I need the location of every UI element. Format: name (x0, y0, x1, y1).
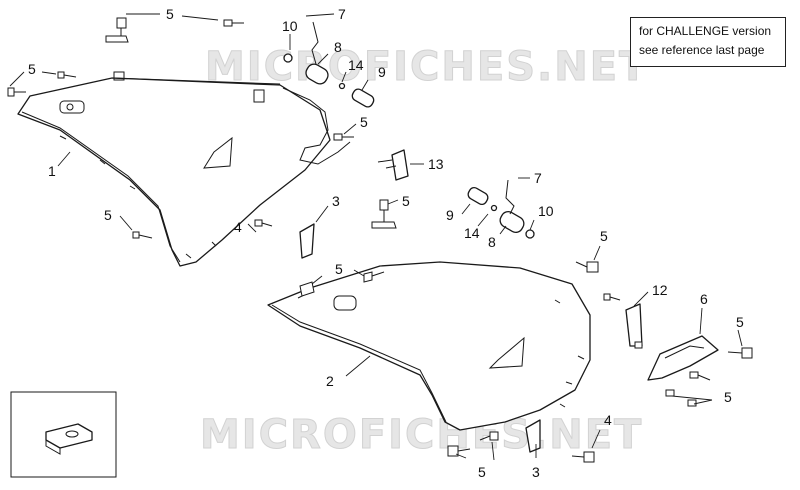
bracket-13 (377, 149, 409, 181)
screws (7, 17, 753, 463)
note-line-1: for CHALLENGE version (639, 24, 772, 38)
callout-13: 13 (428, 156, 444, 172)
callout-1: 1 (48, 163, 56, 179)
callout-4-upper: 4 (234, 219, 242, 235)
callout-4-lower: 4 (604, 412, 612, 428)
callout-6: 6 (700, 291, 708, 307)
callout-9-lower: 9 (446, 207, 454, 223)
bracket-6 (647, 335, 719, 381)
callout-2: 2 (326, 373, 334, 389)
fairing-panel-lower (267, 261, 591, 431)
fairing-panel-upper (17, 71, 331, 267)
callout-5-f: 5 (335, 261, 343, 277)
inset-part-11 (10, 391, 117, 478)
callout-7-upper: 7 (338, 6, 346, 22)
callout-14-lower: 14 (464, 225, 480, 241)
cable (282, 87, 351, 165)
leader-lines (9, 13, 743, 461)
callout-numbers: 1 2 3 3 4 4 5 5 5 5 5 5 5 5 5 5 6 7 7 8 … (24, 6, 744, 480)
clip-3-upper (299, 223, 315, 259)
callout-3-lower: 3 (532, 464, 540, 480)
callout-5-g: 5 (600, 228, 608, 244)
callout-5-c: 5 (360, 114, 368, 130)
callout-5-j: 5 (478, 464, 486, 480)
callout-3-upper: 3 (332, 193, 340, 209)
callout-14-upper: 14 (348, 57, 364, 73)
callout-5-d: 5 (104, 207, 112, 223)
callout-10-upper: 10 (282, 18, 298, 34)
callout-5-e: 5 (402, 193, 410, 209)
callout-10-lower: 10 (538, 203, 554, 219)
callout-5-b: 5 (28, 61, 36, 77)
callout-5-i: 5 (724, 389, 732, 405)
callout-8-upper: 8 (334, 39, 342, 55)
watermark-top: MICROFICHES.NET (205, 44, 648, 90)
callout-5-h: 5 (736, 314, 744, 330)
clip-3-lower (525, 419, 541, 453)
challenge-version-note: for CHALLENGE version see reference last… (630, 17, 786, 67)
note-line-2: see reference last page (639, 43, 765, 57)
bushing-set-upper (283, 21, 375, 108)
callout-5-a: 5 (166, 6, 174, 22)
callout-7-lower: 7 (534, 170, 542, 186)
watermark-bottom: MICROFICHES.NET (200, 412, 643, 458)
callout-12: 12 (652, 282, 668, 298)
callout-9-upper: 9 (378, 64, 386, 80)
bracket-12 (625, 303, 643, 347)
callout-8-lower: 8 (488, 234, 496, 250)
